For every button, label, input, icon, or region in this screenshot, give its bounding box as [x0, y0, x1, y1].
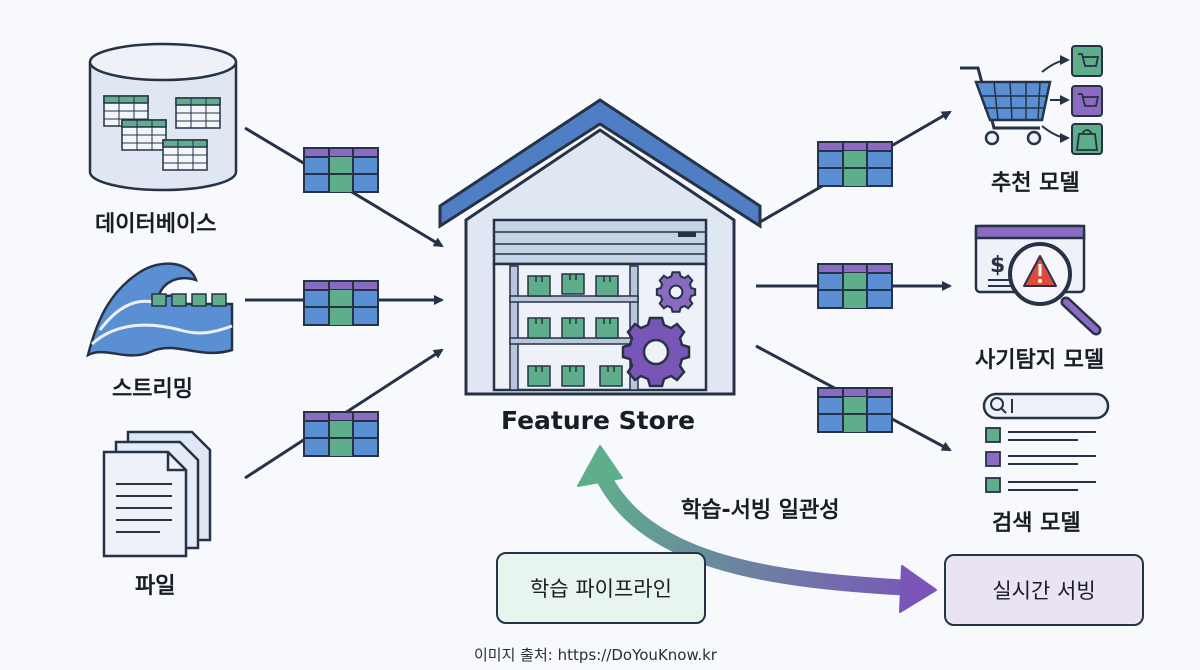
- feature-vector-card: [303, 411, 379, 457]
- image-source-caption: 이미지 출처: https://DoYouKnow.kr: [474, 646, 717, 664]
- training-pipeline-box: 학습 파이프라인: [496, 552, 706, 624]
- fraud-detection-icon: $: [974, 224, 1102, 336]
- file-to-store-arrow: [244, 348, 444, 480]
- feature-store-title: Feature Store: [501, 406, 696, 435]
- search-model-label: 검색 모델: [992, 511, 1081, 536]
- shopping-cart-icon: [960, 45, 1103, 155]
- search-results-icon: [982, 392, 1110, 493]
- fraud-model-label: 사기탐지 모델: [975, 348, 1105, 373]
- training-serving-consistency-arrow: [577, 445, 937, 613]
- database-to-store-arrow: [244, 126, 444, 248]
- store-to-fraud-arrow: [756, 263, 952, 309]
- consistency-label: 학습-서빙 일관성: [681, 498, 840, 523]
- feature-vector-card: [303, 280, 379, 326]
- streaming-wave-icon: [86, 262, 234, 358]
- file-stack-icon: [102, 430, 212, 558]
- streaming-label: 스트리밍: [112, 377, 193, 402]
- feature-vector-card: [817, 141, 893, 187]
- store-to-search-arrow: [755, 344, 952, 452]
- database-icon: [88, 42, 238, 192]
- small-gear-icon: [655, 271, 697, 313]
- feature-vector-card: [817, 263, 893, 309]
- svg-text:$: $: [990, 253, 1005, 278]
- streaming-to-store-arrow: [245, 280, 444, 326]
- large-gear-icon: [621, 316, 691, 388]
- file-label: 파일: [135, 574, 176, 599]
- database-label: 데이터베이스: [95, 212, 217, 237]
- feature-store-warehouse-icon: [438, 98, 762, 396]
- realtime-serving-box: 실시간 서빙: [944, 554, 1144, 626]
- feature-vector-card: [303, 147, 379, 193]
- feature-vector-card: [817, 387, 893, 433]
- recommendation-model-label: 추천 모델: [991, 171, 1080, 196]
- store-to-recommendation-arrow: [759, 110, 952, 224]
